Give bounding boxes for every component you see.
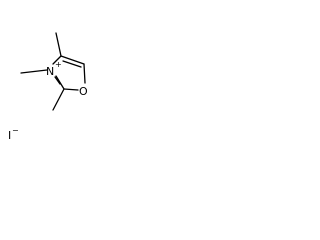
iodide-label: I — [8, 129, 11, 142]
iodide-charge-label: − — [12, 126, 19, 135]
ring-oxygen-label: O — [79, 85, 88, 98]
methyl-bond-c4 — [55, 32, 62, 57]
methyl-bond-c2 — [52, 88, 65, 111]
bond-c2-n3-inner — [54, 76, 61, 85]
chemical-structure: N + O I − — [8, 32, 88, 142]
bond-c2-n3 — [55, 75, 65, 90]
bond-o1-c2 — [63, 88, 79, 91]
bond-c4-c5 — [60, 55, 85, 65]
nitrogen-charge-label: + — [55, 60, 62, 69]
methyl-bond-n3 — [20, 69, 48, 74]
bond-c4-c5-inner — [62, 60, 82, 68]
bond-n3-c4 — [52, 55, 62, 65]
ring-nitrogen-label: N — [46, 65, 54, 78]
bond-c5-o1 — [83, 63, 86, 84]
